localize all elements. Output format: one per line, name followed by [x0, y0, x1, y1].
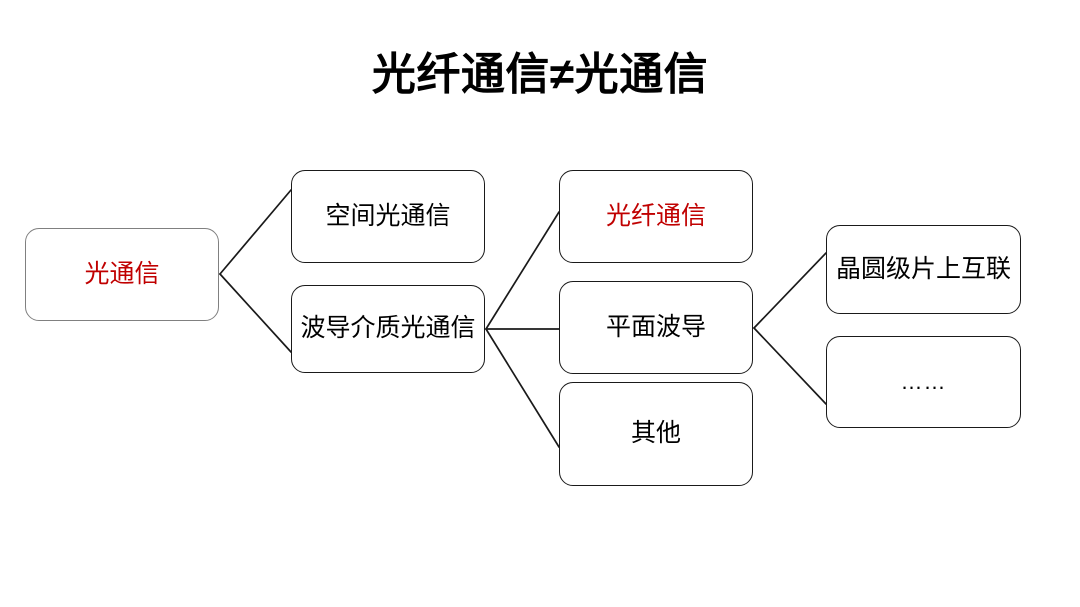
- node-other[interactable]: 其他: [559, 382, 753, 486]
- edge-waveguide-to-other: [485, 328, 560, 448]
- node-planar-waveguide[interactable]: 平面波导: [559, 281, 753, 374]
- page-title: 光纤通信≠光通信: [371, 50, 709, 99]
- node-fiber-comm-label: 光纤通信: [605, 201, 706, 230]
- edge-optical-comm-to-space-optical: [219, 189, 292, 275]
- node-ellipsis[interactable]: ……: [826, 336, 1021, 428]
- node-optical-comm-label: 光通信: [84, 259, 160, 288]
- node-fiber-comm[interactable]: 光纤通信: [559, 170, 753, 263]
- edge-waveguide-to-fiber-comm: [485, 211, 560, 330]
- node-waveguide-optical-comm-label: 波导介质光通信: [300, 314, 476, 343]
- edge-optical-comm-to-waveguide: [219, 273, 292, 353]
- node-planar-waveguide-label: 平面波导: [605, 312, 706, 341]
- edge-planar-waveguide-to-ellipsis: [753, 327, 827, 405]
- node-other-label: 其他: [630, 419, 681, 448]
- node-waveguide-optical-comm[interactable]: 波导介质光通信: [291, 285, 485, 373]
- node-wafer-interconnect[interactable]: 晶圆级片上互联: [826, 225, 1021, 314]
- node-ellipsis-label: ……: [900, 368, 947, 394]
- node-wafer-interconnect-label: 晶圆级片上互联: [835, 254, 1011, 283]
- edge-planar-waveguide-to-wafer-interconnect: [753, 252, 827, 329]
- node-space-optical-label: 空间光通信: [325, 201, 451, 230]
- node-space-optical[interactable]: 空间光通信: [291, 170, 485, 263]
- node-optical-comm[interactable]: 光通信: [25, 228, 219, 321]
